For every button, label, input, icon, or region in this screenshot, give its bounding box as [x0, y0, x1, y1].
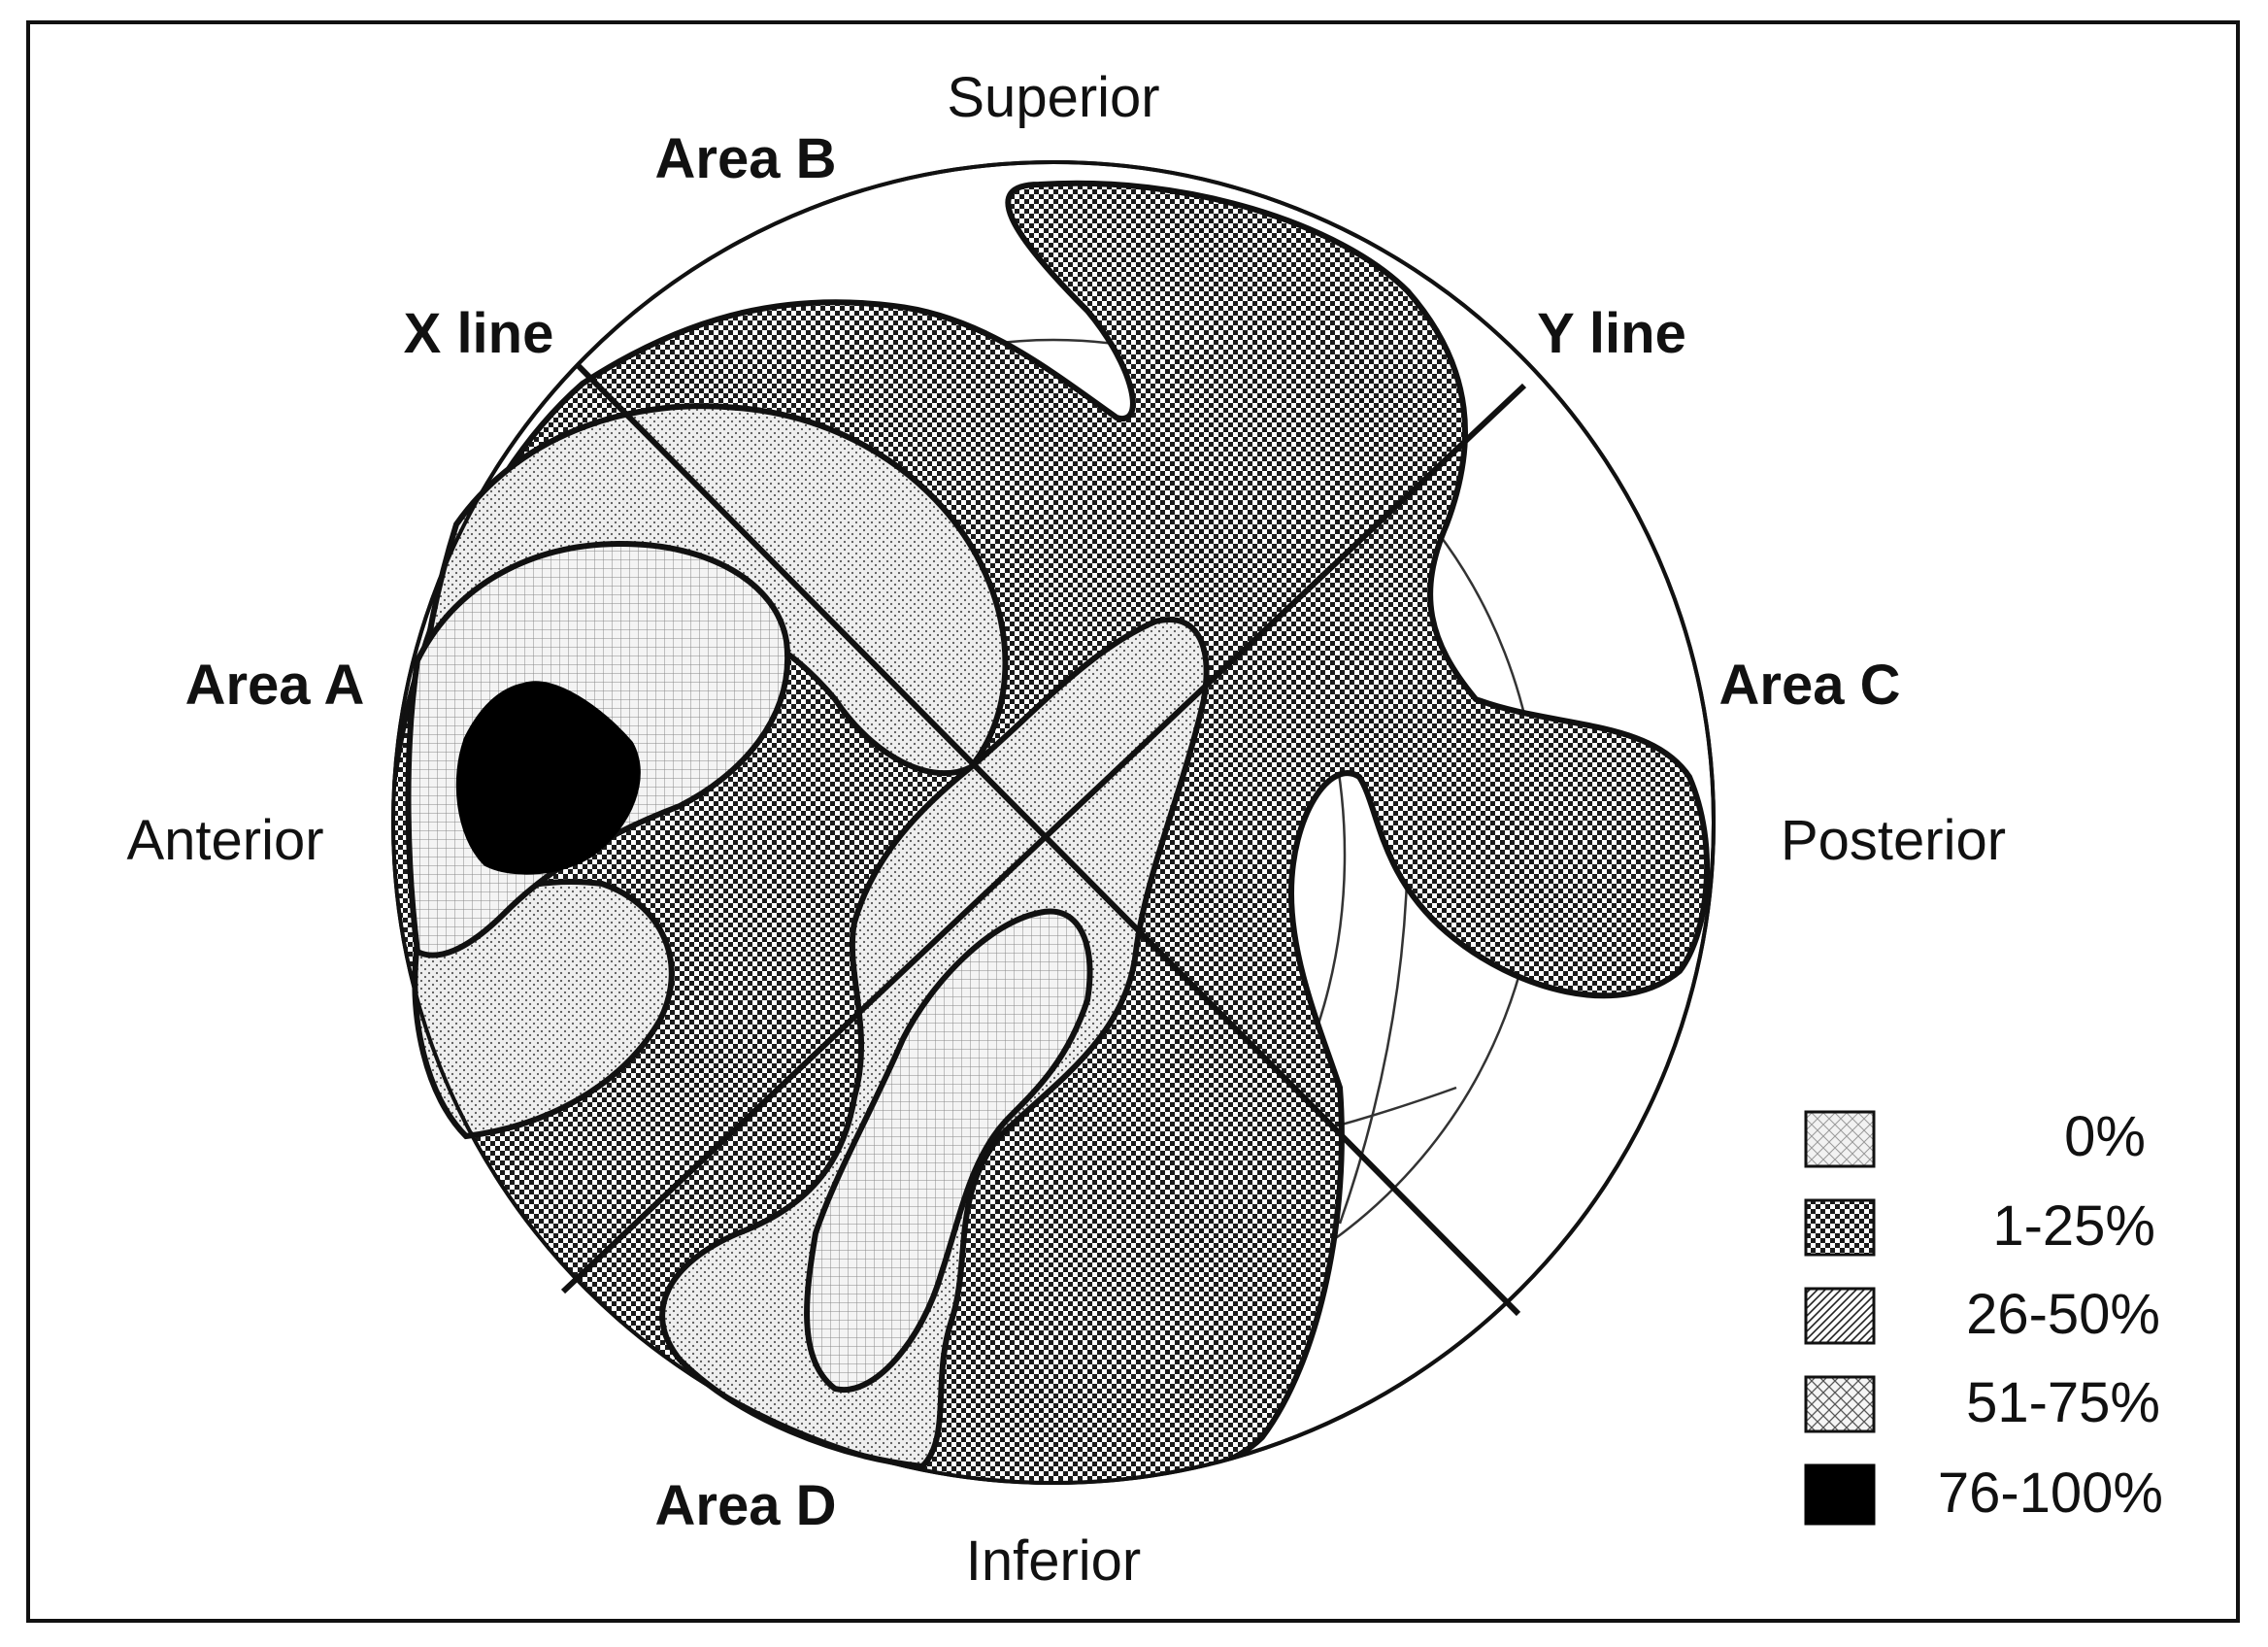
legend-swatch-4 — [1804, 1463, 1876, 1526]
outer-circle-outline — [391, 160, 1716, 1485]
legend-label-0: 0% — [2064, 1105, 2146, 1168]
label-anterior: Anterior — [126, 809, 323, 872]
legend-swatch-3 — [1804, 1375, 1876, 1433]
label-area-b: Area B — [655, 127, 837, 190]
label-inferior: Inferior — [966, 1529, 1142, 1593]
legend-label-2: 26-50% — [1966, 1283, 2160, 1346]
label-area-c: Area C — [1719, 654, 1901, 717]
legend-swatch-1 — [1804, 1198, 1876, 1257]
region-grid-diagonal — [804, 908, 1093, 1394]
legend-label-4: 76-100% — [1938, 1462, 2163, 1525]
label-y-line: Y line — [1537, 302, 1686, 365]
legend-label-3: 51-75% — [1966, 1371, 2160, 1434]
label-area-a: Area A — [185, 654, 365, 717]
legend-swatch-0 — [1804, 1110, 1876, 1168]
region-76-100 — [455, 681, 641, 875]
x-line — [574, 361, 1521, 1317]
label-superior: Superior — [947, 66, 1159, 129]
label-posterior: Posterior — [1781, 809, 2006, 872]
legend-swatch-2 — [1804, 1287, 1876, 1345]
y-line — [560, 383, 1527, 1294]
legend: 0% 1-25% 26-50% 51-75% 76-100% — [1804, 1105, 2163, 1526]
legend-label-1: 1-25% — [1992, 1194, 2155, 1258]
label-x-line: X line — [404, 302, 554, 365]
label-area-d: Area D — [655, 1474, 837, 1537]
